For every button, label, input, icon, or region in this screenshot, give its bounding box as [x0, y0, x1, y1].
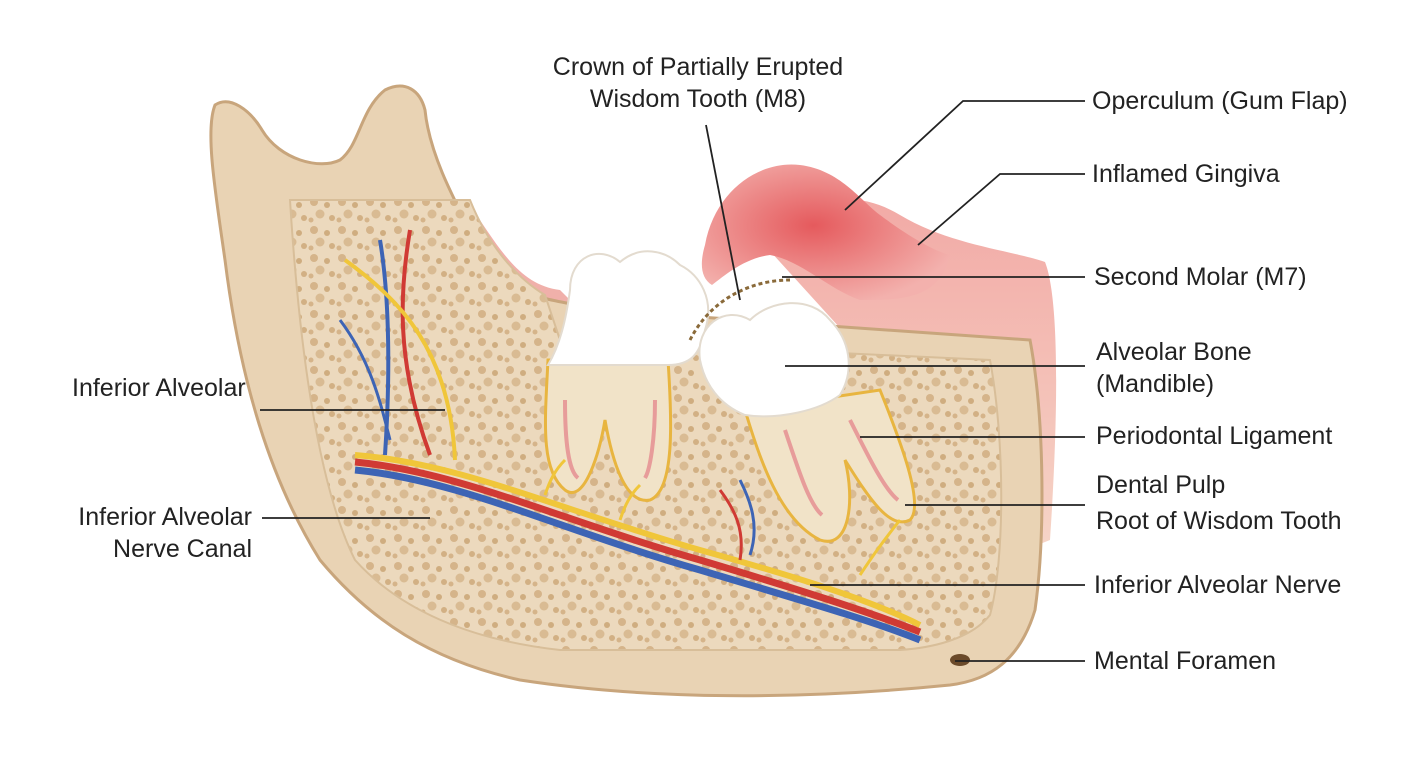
label-second-molar: Second Molar (M7) — [1094, 263, 1307, 291]
label-nerve-canal-line-1: Inferior Alveolar — [78, 503, 252, 531]
label-mental-foramen: Mental Foramen — [1094, 647, 1277, 675]
label-root-wisdom-tooth: Root of Wisdom Tooth — [1096, 507, 1342, 535]
label-dental-pulp: Dental Pulp — [1096, 471, 1226, 499]
label-nerve-canal-line-2: Nerve Canal — [113, 535, 252, 563]
label-periodontal-ligament: Periodontal Ligament — [1096, 422, 1333, 450]
mental-foramen-hole — [950, 654, 970, 666]
label-inferior-alveolar-nerve: Inferior Alveolar Nerve — [1094, 571, 1342, 599]
label-operculum: Operculum (Gum Flap) — [1092, 87, 1348, 115]
operculum-tissue — [701, 164, 950, 300]
label-inflamed-gingiva: Inflamed Gingiva — [1092, 160, 1280, 188]
wisdom-tooth — [688, 278, 917, 543]
label-crown-line-1: Crown of Partially Erupted — [552, 53, 844, 81]
label-crown-line-2: Wisdom Tooth (M8) — [589, 85, 807, 113]
label-alveolar-bone-line-1: Alveolar Bone — [1096, 338, 1252, 366]
neurovascular-bundle — [338, 229, 922, 644]
leader-lines — [260, 100, 1085, 662]
label-inferior-alveolar: Inferior Alveolar — [72, 374, 246, 402]
label-alveolar-bone-line-2: (Mandible) — [1096, 370, 1215, 398]
second-molar — [544, 250, 710, 502]
